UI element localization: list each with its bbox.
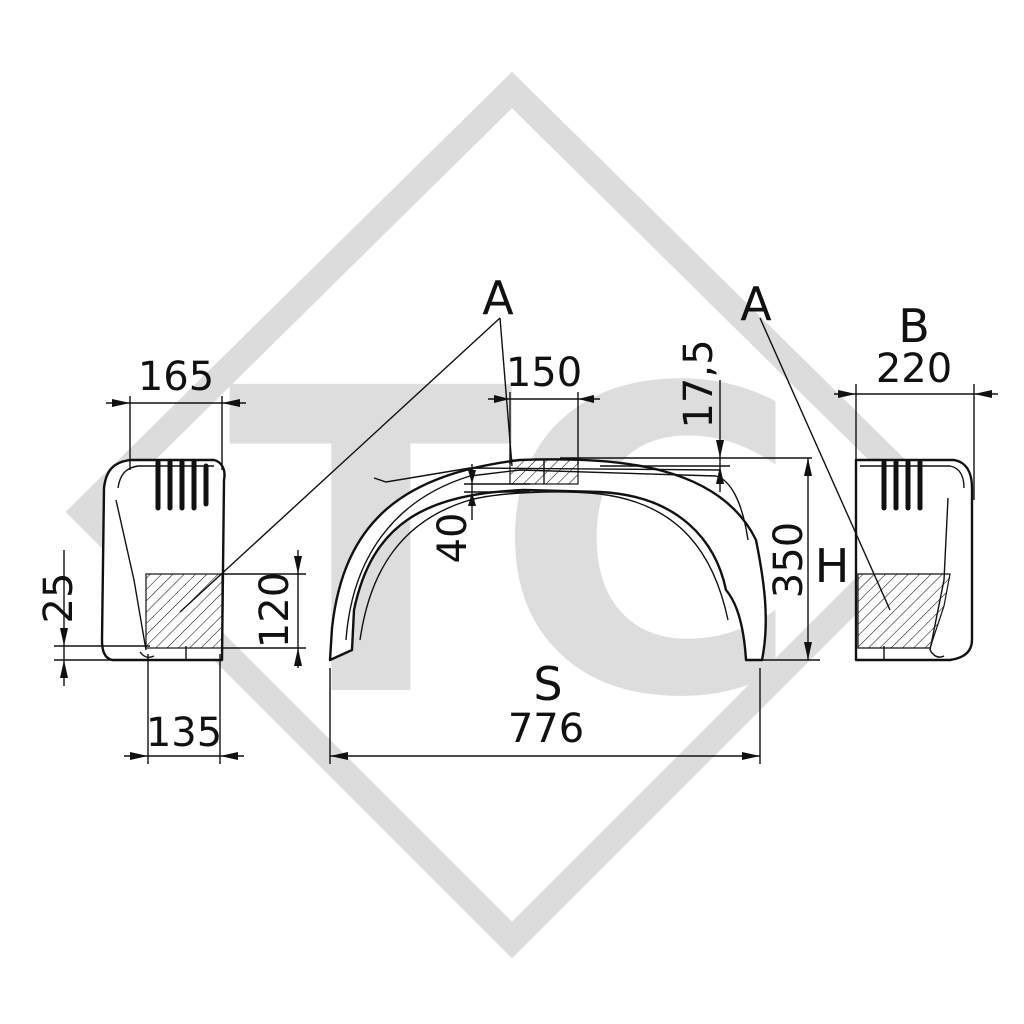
- right-dimensions: [759, 317, 998, 611]
- dim-center-thickness: 40: [430, 513, 476, 564]
- dim-left-width-bottom: 135: [146, 710, 222, 756]
- left-fender-side-view: [100, 458, 226, 662]
- dim-center-span: 776: [508, 706, 584, 752]
- reflector-area-right: [857, 573, 951, 649]
- reflector-area-left: [145, 573, 223, 649]
- callout-a-right: A: [740, 277, 772, 331]
- dim-left-width-top: 165: [138, 354, 214, 400]
- label-s: S: [533, 657, 562, 711]
- dim-center-top-width: 150: [506, 350, 582, 396]
- left-dimensions: [54, 317, 501, 764]
- dim-center-top-offset: 17,5: [676, 339, 722, 428]
- callout-a-center: A: [482, 271, 514, 325]
- label-h: H: [815, 539, 850, 593]
- dim-center-height: 350: [766, 522, 812, 598]
- dim-left-height-small: 25: [36, 573, 82, 624]
- right-fender-side-view: [854, 458, 974, 662]
- dim-left-reflector-height: 120: [252, 572, 298, 648]
- callout-b: B: [898, 299, 930, 353]
- dim-right-width: 220: [876, 346, 952, 392]
- center-dimensions: [329, 317, 820, 764]
